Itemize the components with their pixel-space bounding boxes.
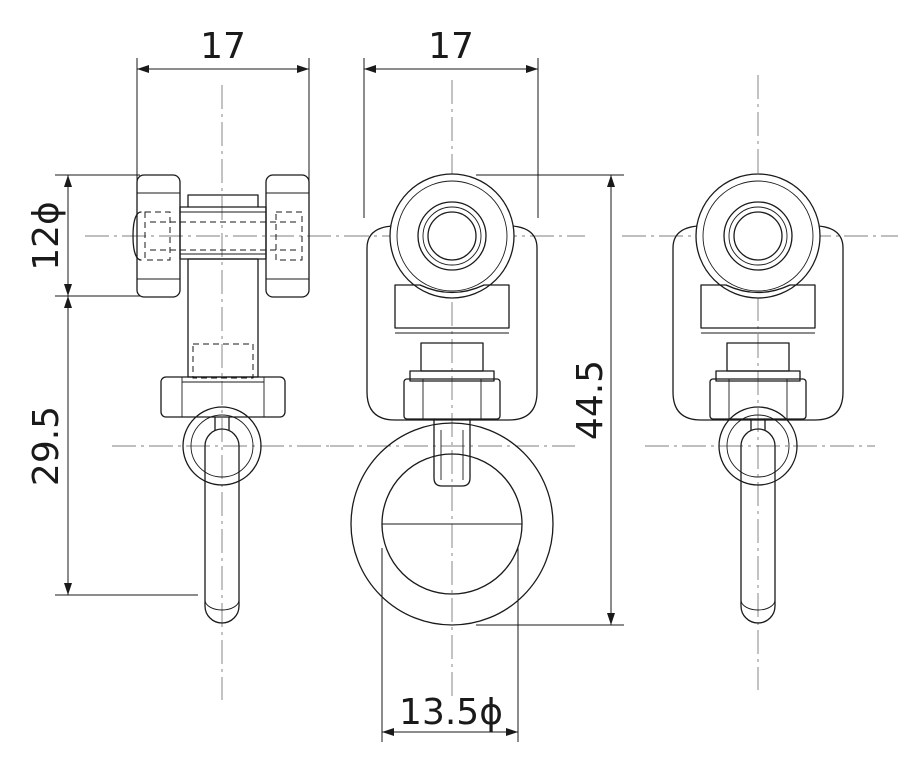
front-view-wheel: [389, 173, 515, 299]
dimension-side-width: 17: [136, 26, 310, 182]
side-view-nut: [160, 376, 286, 418]
dimension-total-height-label: 44.5: [570, 360, 611, 440]
front-view-housing: [366, 225, 538, 421]
right-view-wheel: [695, 173, 821, 299]
dimension-front-width: 17: [363, 26, 539, 218]
dimension-lower-height: 29.5: [26, 296, 198, 596]
dimension-total-height: 44.5: [476, 174, 624, 626]
right-view: [622, 75, 898, 690]
dimension-front-width-label: 17: [428, 26, 474, 67]
front-view-ring: [350, 422, 554, 626]
right-view-swivel-eye: [718, 406, 798, 624]
front-view-nut: [403, 342, 501, 420]
dimension-lower-height-label: 29.5: [26, 406, 67, 486]
dimension-ring-diameter: 13.5ϕ: [381, 548, 519, 742]
right-view-nut: [709, 342, 807, 420]
side-view: [85, 85, 345, 700]
front-view: [330, 80, 585, 700]
dimension-side-width-label: 17: [200, 26, 246, 67]
front-view-yoke: [394, 284, 510, 334]
dimension-wheel-diameter-label: 12ϕ: [26, 201, 67, 271]
dimension-ring-diameter-label: 13.5ϕ: [399, 692, 503, 733]
dimension-wheel-diameter: 12ϕ: [26, 174, 140, 297]
right-view-yoke: [700, 284, 816, 334]
right-view-housing: [672, 225, 844, 421]
side-view-swivel-eye: [182, 406, 262, 624]
